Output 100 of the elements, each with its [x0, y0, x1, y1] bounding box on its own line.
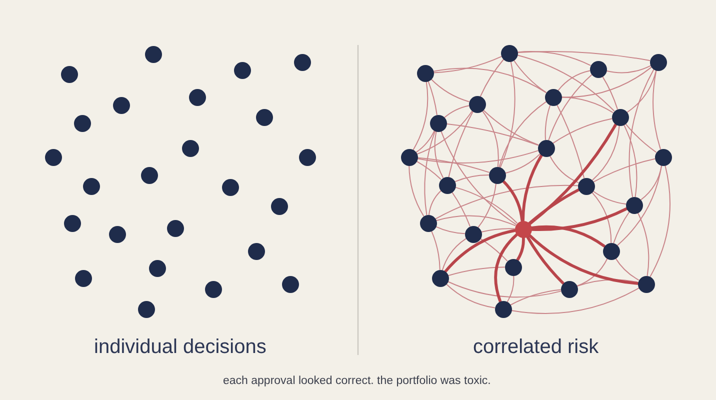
connection-line [502, 180, 524, 222]
scatter-dot [140, 166, 158, 184]
connection-line [510, 288, 640, 314]
connection-line [444, 229, 516, 273]
connection-line [435, 226, 465, 234]
connection-line [593, 158, 656, 182]
connection-line [530, 225, 606, 248]
connection-line [528, 233, 639, 285]
connection-line [513, 60, 546, 93]
scatter-dot [188, 88, 206, 106]
network-node [560, 280, 578, 298]
panel-title: correlated risk [473, 336, 599, 359]
connection-line [522, 154, 544, 222]
connection-line [446, 123, 538, 146]
scatter-dot [148, 260, 166, 276]
connection-line [616, 164, 662, 246]
scatter-dot [282, 276, 298, 292]
connection-line [592, 190, 626, 204]
connection-line [448, 111, 474, 178]
connection-line [517, 51, 650, 61]
network-node [420, 214, 436, 232]
network-node [650, 54, 666, 70]
connection-line [440, 130, 516, 225]
connection-line [444, 105, 470, 118]
connection-line [606, 65, 651, 74]
network-node [504, 258, 522, 276]
panel-title: individual decisions [94, 336, 266, 359]
connection-line [416, 110, 473, 155]
scatter-dot [82, 178, 100, 194]
connection-line [530, 207, 628, 231]
connection-line [549, 155, 579, 184]
scatter-dot [182, 140, 198, 156]
connection-line [528, 188, 580, 225]
network-node [578, 178, 594, 194]
network-node [488, 166, 506, 184]
connection-line [548, 74, 592, 140]
connection-line [544, 104, 551, 140]
scatter-dot [248, 242, 264, 260]
scatter-dot [74, 114, 90, 132]
connection-line [482, 109, 539, 146]
network-node [538, 140, 554, 156]
connection-line [591, 192, 612, 243]
scatter-dot [138, 300, 154, 318]
network-node [500, 44, 518, 62]
network-node [438, 176, 456, 194]
network-node [400, 148, 418, 166]
network-node [464, 226, 482, 242]
connection-line [526, 234, 564, 284]
connection-line [416, 160, 442, 180]
scatter-dot [298, 148, 316, 166]
scatter-dot [294, 54, 310, 70]
connection-line [592, 125, 620, 181]
network-node [626, 196, 642, 214]
connection-line [446, 283, 496, 308]
connection-line [480, 238, 508, 262]
connection-line [434, 130, 444, 178]
connection-line [454, 174, 489, 182]
scatter-dot [256, 108, 272, 126]
connection-line [516, 236, 525, 262]
connection-line [576, 258, 608, 286]
connection-line [430, 230, 440, 270]
connection-line [428, 190, 442, 216]
scatter-dot [64, 214, 80, 232]
connection-line [623, 124, 638, 198]
connection-line [436, 215, 516, 226]
connection-line [552, 118, 612, 144]
connection-line [500, 60, 516, 168]
connection-line [417, 157, 490, 173]
network-node [430, 114, 446, 132]
scatter-dot [166, 220, 184, 236]
connection-line [626, 70, 657, 113]
network-node [612, 108, 628, 126]
connection-line [506, 275, 514, 302]
connection-line [416, 130, 435, 153]
connection-line [628, 68, 654, 198]
connection-line [432, 68, 546, 93]
connection-line [624, 123, 656, 153]
connection-line [447, 281, 562, 298]
connection-line [516, 54, 615, 112]
connection-line [494, 233, 518, 302]
connection-line [428, 80, 438, 116]
connection-line [504, 154, 540, 174]
scatter-dot [74, 270, 92, 286]
connection-line [637, 212, 650, 276]
scatter-dot [108, 226, 126, 242]
connection-line [430, 78, 470, 102]
network-node [432, 270, 448, 286]
scatter-dot [44, 148, 62, 166]
connection-line [442, 238, 466, 270]
network-node [654, 148, 672, 166]
connection-line [510, 289, 561, 306]
connection-line [412, 80, 428, 150]
connection-line [434, 184, 578, 220]
scatter-dot [112, 96, 130, 114]
connection-line [448, 266, 505, 276]
connection-line [517, 51, 591, 66]
network-node [544, 88, 562, 106]
network-node [468, 96, 486, 112]
scatter-dot [222, 178, 238, 196]
network-node [416, 64, 434, 82]
